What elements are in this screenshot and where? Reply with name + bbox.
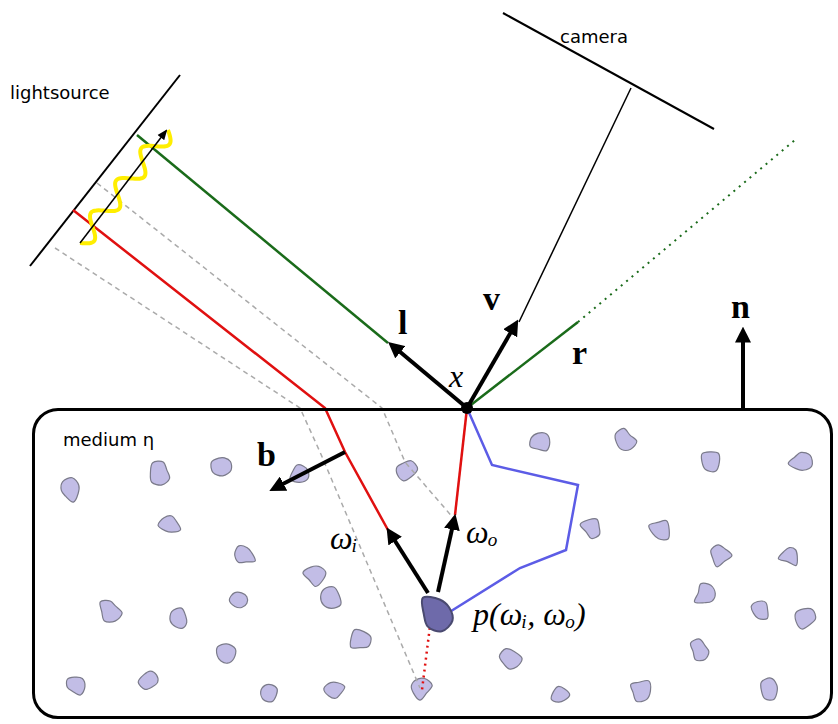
scatter-particle <box>701 452 719 472</box>
point-label: x <box>449 360 463 392</box>
scatter-particle <box>158 516 181 532</box>
direction-label: ωₒ <box>466 516 498 548</box>
phase-function-label: p(ωᵢ, ωₒ) <box>473 598 586 630</box>
scatter-particle <box>321 587 342 609</box>
scatter-particle <box>690 639 708 661</box>
scatter-particle <box>217 644 236 663</box>
vector-label: b <box>257 438 276 472</box>
scatter-particle <box>751 601 768 619</box>
scatter-particle <box>551 686 570 702</box>
scatter-particle <box>499 649 522 669</box>
vector-label: r <box>572 336 587 370</box>
vector-arrow <box>438 520 454 592</box>
scatter-particle <box>150 461 169 485</box>
scatter-particle <box>615 428 637 450</box>
vector-arrow <box>393 346 467 408</box>
scatter-walk <box>440 408 578 618</box>
medium-label: medium η <box>63 431 154 449</box>
scatter-particle <box>580 519 600 539</box>
direction-label: ωᵢ <box>330 522 358 554</box>
dashed-ray <box>55 248 420 688</box>
vector-arrow <box>741 333 745 408</box>
lightsource-plane <box>30 75 180 266</box>
scatter-particle <box>138 671 158 689</box>
view-ray <box>519 88 631 322</box>
scatter-particle <box>350 629 371 648</box>
reflected-ray <box>467 322 578 408</box>
scatter-particle <box>761 678 778 700</box>
exit-ray <box>455 408 467 515</box>
device-label: camera <box>560 28 628 46</box>
scatter-particle <box>711 545 732 567</box>
scatter-particle <box>229 592 247 607</box>
scatter-particle <box>530 433 550 451</box>
scatterers <box>61 428 816 702</box>
medium-box: medium η <box>32 408 833 719</box>
scatter-particle <box>694 583 715 603</box>
scatter-particle <box>66 677 85 695</box>
scatter-particle <box>422 597 453 632</box>
direct-ray <box>137 135 388 343</box>
scatter-particle <box>778 548 797 566</box>
vector-arrow <box>390 533 428 593</box>
device-label: lightsource <box>10 84 110 102</box>
scatter-particle <box>61 478 79 503</box>
light-wave <box>80 130 171 243</box>
vector-arrow <box>467 325 515 408</box>
reflected-ray-dotted <box>578 140 795 322</box>
scatter-particle <box>303 566 326 586</box>
scatter-particle <box>649 520 670 539</box>
wave-arrow <box>80 131 166 243</box>
refracted-ray <box>73 210 388 530</box>
vector-label: v <box>483 282 500 316</box>
scatter-particle <box>235 546 256 563</box>
scatter-particle <box>170 608 187 628</box>
scatter-particle <box>795 608 816 629</box>
camera-plane <box>503 13 714 129</box>
vector-label: l <box>398 306 407 340</box>
scatter-particle <box>100 600 122 622</box>
scatter-particle <box>324 682 345 698</box>
scatter-particle <box>631 680 651 701</box>
vector-arrow <box>275 452 345 488</box>
scatter-particle <box>211 458 232 476</box>
vector-label: n <box>731 290 750 324</box>
scatter-particle <box>788 452 812 470</box>
scatter-particle <box>261 684 278 701</box>
